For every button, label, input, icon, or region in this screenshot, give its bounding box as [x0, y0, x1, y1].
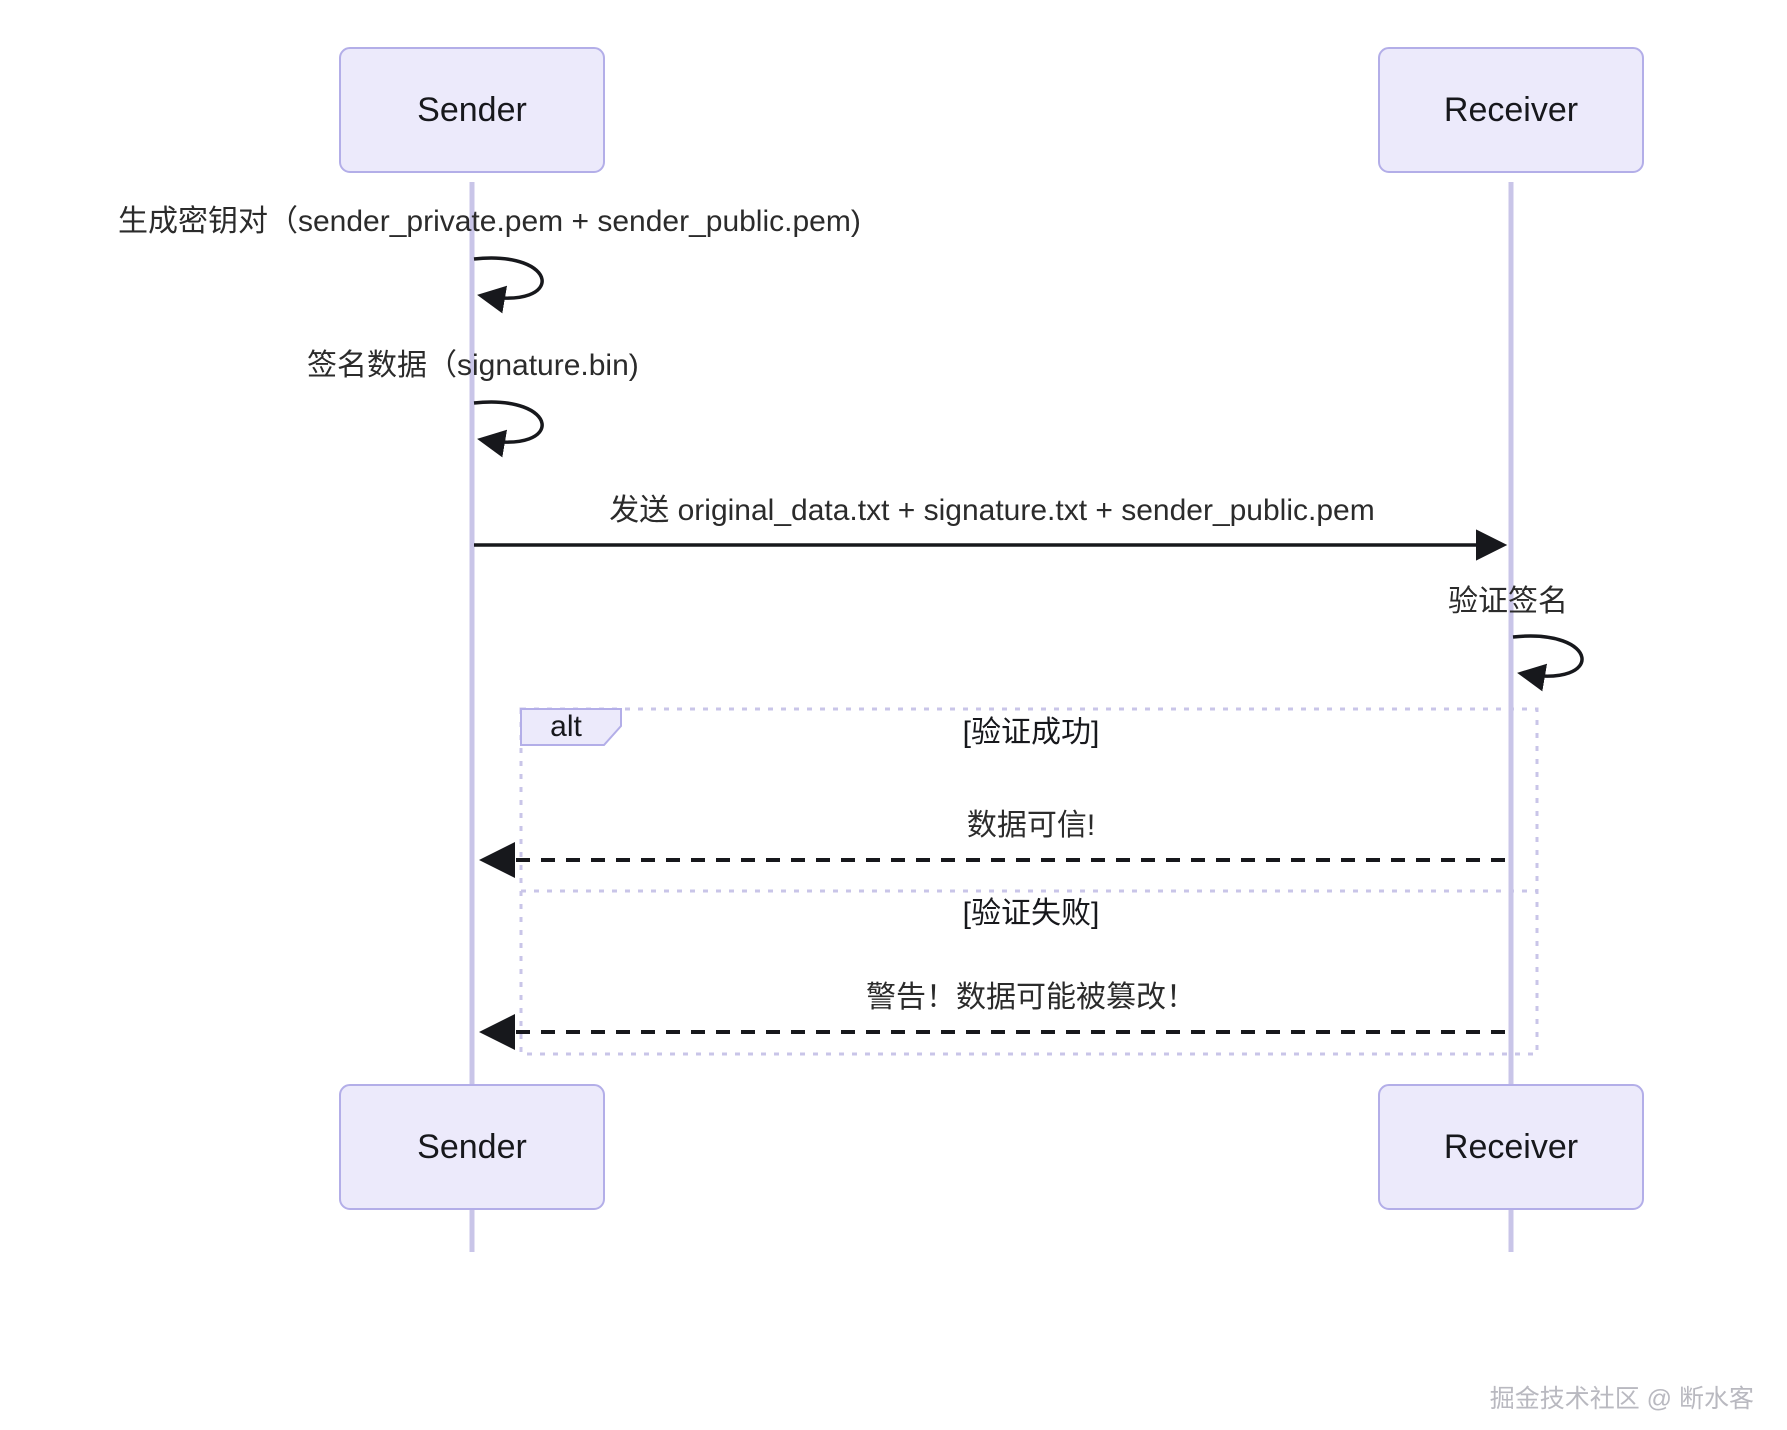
message-label-sign-data: 签名数据（signature.bin) [307, 349, 639, 382]
message-verify-signature[interactable]: 验证签名 [1448, 585, 1584, 692]
self-loop-arrow-generate-keypair [473, 256, 544, 314]
message-label-send-files: 发送 original_data.txt + signature.txt + s… [609, 494, 1374, 527]
message-label-verify-signature: 验证签名 [1448, 585, 1568, 618]
actor-label-receiver-bottom: Receiver [1444, 1128, 1578, 1166]
alt-branch-condition-success: [验证成功] [963, 716, 1100, 749]
actor-label-sender-top: Sender [417, 91, 527, 129]
alt-branch-condition-failure: [验证失败] [963, 897, 1100, 930]
watermark-text: 掘金技术社区 @ 断水客 [1490, 1385, 1754, 1413]
alt-block-border [519, 707, 1539, 1056]
self-loop-arrow-verify-signature [1512, 634, 1584, 692]
message-label-generate-keypair: 生成密钥对（sender_private.pem + sender_public… [118, 205, 861, 238]
message-data-tampered-warning[interactable]: 警告！数据可能被篡改！ [479, 981, 1505, 1050]
actor-label-receiver-top: Receiver [1444, 91, 1578, 129]
message-sign-data[interactable]: 签名数据（signature.bin) [307, 349, 639, 458]
message-data-trusted[interactable]: 数据可信! [479, 809, 1505, 878]
alt-tag-label: alt [550, 710, 582, 743]
alt-tag-shape [520, 708, 622, 746]
message-label-data-trusted: 数据可信! [967, 809, 1095, 842]
actor-box-receiver-bottom[interactable]: Receiver [1378, 1084, 1644, 1210]
alt-block: alt [验证成功] 数据可信! [验证失败] 警告！数据可能被篡改！ [479, 707, 1539, 1056]
alt-tag[interactable]: alt [520, 708, 622, 746]
actor-box-sender-bottom[interactable]: Sender [339, 1084, 605, 1210]
actor-rect-receiver-top [1378, 47, 1644, 173]
message-label-data-tampered-warning: 警告！数据可能被篡改！ [866, 981, 1196, 1014]
message-send-files[interactable]: 发送 original_data.txt + signature.txt + s… [474, 494, 1508, 561]
actor-box-sender-top[interactable]: Sender [339, 47, 605, 173]
actor-rect-receiver-bottom [1378, 1084, 1644, 1210]
actor-label-sender-bottom: Sender [417, 1128, 527, 1166]
actor-rect-sender-bottom [339, 1084, 605, 1210]
message-generate-keypair[interactable]: 生成密钥对（sender_private.pem + sender_public… [118, 205, 861, 314]
actor-rect-sender-top [339, 47, 605, 173]
actor-box-receiver-top[interactable]: Receiver [1378, 47, 1644, 173]
self-loop-arrow-sign-data [473, 400, 544, 458]
